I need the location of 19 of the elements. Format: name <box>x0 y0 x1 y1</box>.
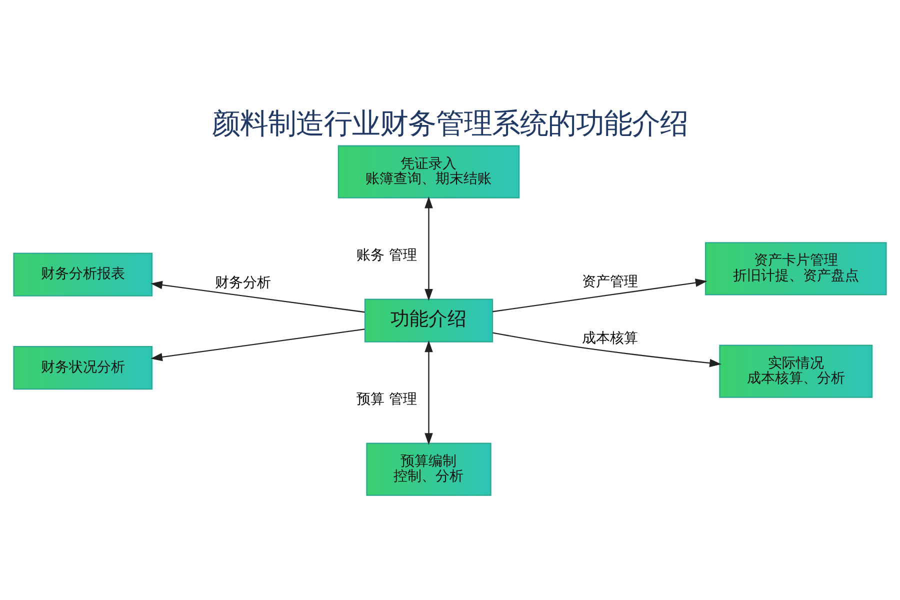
arrow <box>424 196 433 300</box>
edge-label: 账务 管理 <box>356 247 418 264</box>
arrow <box>150 280 365 312</box>
arrow <box>150 328 365 361</box>
node-box: 财务状况分析 <box>13 345 153 390</box>
node-box: 财务分析报表 <box>13 252 153 296</box>
edge-label: 财务分析 <box>214 274 271 291</box>
node-box: 实际情况 成本核算、分析 <box>719 344 873 398</box>
node-box: 资产卡片管理 折旧计提、资产盘点 <box>704 242 887 295</box>
node-box: 功能介绍 <box>364 298 494 342</box>
arrow <box>424 340 433 444</box>
edge-label: 资产管理 <box>582 273 638 290</box>
edge-label: 成本核算 <box>582 330 638 346</box>
arrow <box>492 332 722 367</box>
node-box: 预算编制 控制、分析 <box>366 442 492 496</box>
node-box: 凭证录入 账簿查询、期末结账 <box>338 144 520 198</box>
arrow <box>492 278 708 312</box>
diagram-title: 颜料制造行业财务管理系统的功能介绍 <box>212 106 688 140</box>
edge-label: 预算 管理 <box>356 391 418 408</box>
